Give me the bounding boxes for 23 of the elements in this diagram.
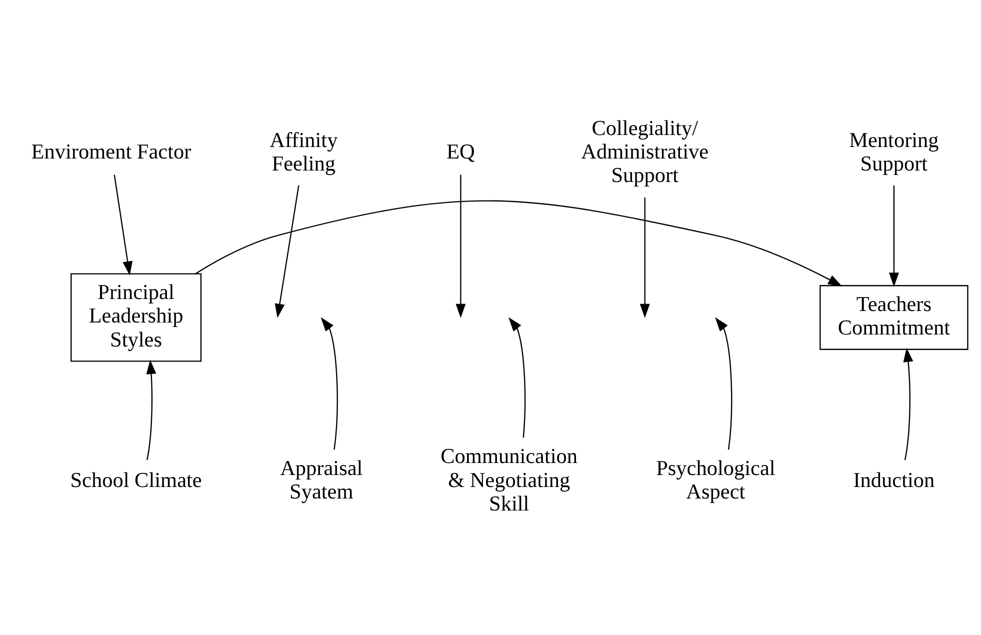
arrow — [320, 317, 338, 450]
arrow — [715, 317, 732, 450]
node-text: School Climate — [70, 468, 202, 492]
node-text: Enviroment Factor — [31, 140, 192, 164]
node-text: EQ — [446, 140, 475, 164]
arrow — [889, 185, 899, 287]
arrow — [508, 317, 526, 438]
arrow — [146, 360, 156, 460]
node-text: Induction — [853, 468, 935, 492]
node-text: Collegiality/ Administrative Support — [581, 116, 709, 188]
node-text: Psychological Aspect — [656, 456, 776, 504]
node-box: Principal Leadership Styles — [70, 273, 202, 362]
arrow — [903, 348, 914, 460]
arrow — [640, 198, 650, 318]
node-text: Communication & Negotiating Skill — [440, 444, 578, 516]
arrow — [274, 185, 300, 318]
arrow — [456, 174, 466, 318]
arrow — [114, 174, 133, 276]
node-text: Appraisal Syatem — [280, 456, 363, 504]
arrow — [195, 200, 842, 286]
node-box: Teachers Commitment — [820, 285, 968, 350]
node-text: Mentoring Support — [849, 128, 939, 176]
node-text: Affinity Feeling — [270, 128, 338, 176]
